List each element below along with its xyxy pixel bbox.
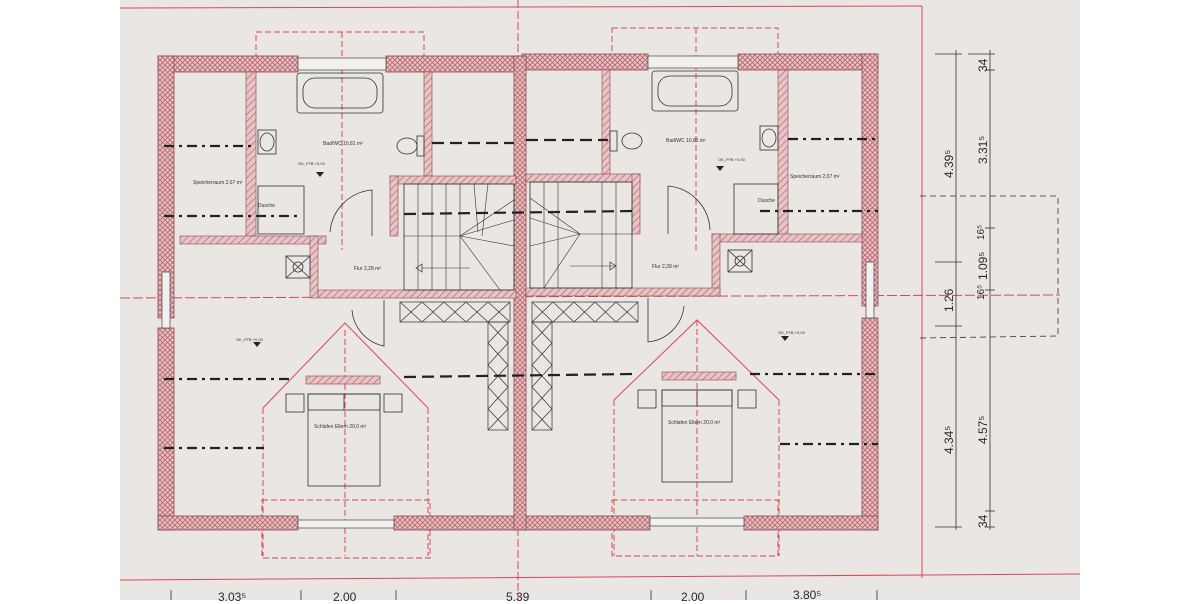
dimension-outer-1: 4.39⁵ [942,149,956,178]
room-label-hall-left: Flur 2,28 m² [354,266,381,272]
dimension-inner-1: 34 [976,58,990,72]
dimension-inner-6: 4.57⁵ [976,415,990,444]
wall [157,55,299,73]
level-note-bath-left: OK_FFB +0,00 [298,161,325,166]
dimension-bottom-3: 5.39 [506,590,530,604]
room-label-shower-right: Dusche [758,198,775,204]
level-note-hall-right: OK_FFB +0,00 [778,330,805,335]
room-label-hall-right: Flur 2,28 m² [652,264,679,270]
room-label-bedroom-right: Schlafen Eltern 20,0 m² [668,420,721,426]
dimension-bottom-1: 3.03⁵ [218,590,247,604]
dimension-inner-2: 3.31⁵ [976,135,990,164]
room-label-storage-left: Speicherraum 2,07 m² [193,180,243,186]
dimension-bottom-4: 2.00 [681,590,705,604]
dimension-bottom-2: 2.00 [333,590,357,604]
window [297,57,387,71]
dimension-inner-4: 1.09⁵ [976,251,990,280]
dimension-inner-3: 16⁵ [976,224,987,240]
dimension-outer-3: 4.34⁵ [942,425,956,454]
room-label-bath-left: Bad/WC 10,81 m² [323,141,363,147]
level-note-bath-right: OK_FFB +0,00 [718,157,745,162]
dimension-inner-5: 16⁵ [976,284,987,300]
dimension-inner-7: 34 [976,514,990,528]
room-label-bedroom-left: Schlafen Eltern 20,0 m² [314,424,367,430]
room-label-shower-left: Dusche [258,203,275,209]
dimension-bottom-5: 3.80⁵ [793,588,822,602]
room-label-bath-right: Bad/WC 10,81 m² [666,138,706,144]
dimension-outer-2: 1.26 [942,288,956,312]
room-label-storage-right: Speicherraum 2,07 m² [790,174,840,180]
level-note-hall-left: OK_FFB +0,00 [236,337,263,342]
